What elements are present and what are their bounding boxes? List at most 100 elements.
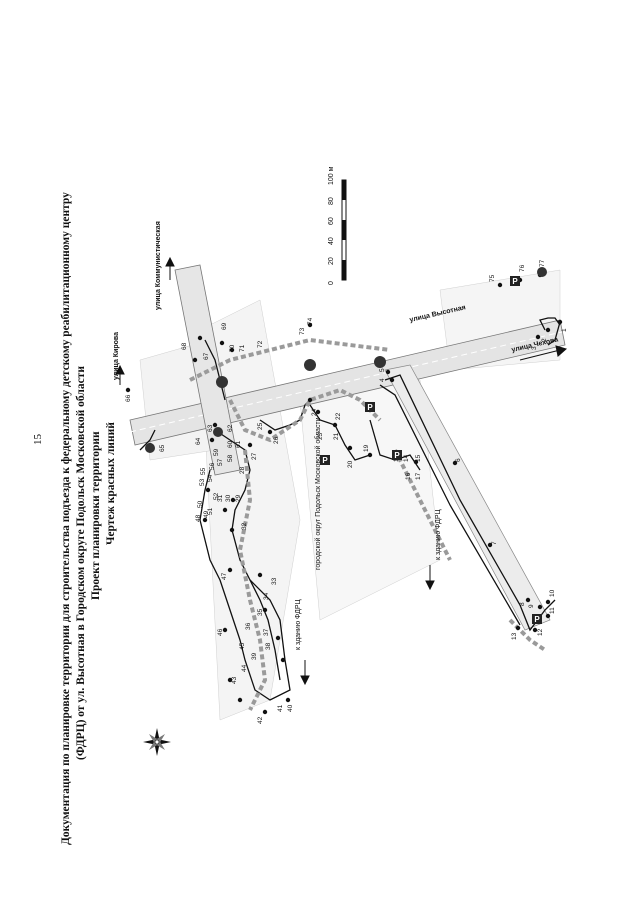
pt-69: 69 xyxy=(221,322,228,330)
pt-26: 26 xyxy=(273,436,280,444)
pt-75: 75 xyxy=(489,274,496,282)
pt-45: 45 xyxy=(239,642,246,650)
scale-tick-100: 100 м xyxy=(328,166,335,185)
label-k-fdrc-2: к зданию ФДРЦ xyxy=(435,508,442,560)
pt-72: 72 xyxy=(257,340,264,348)
pt-41: 41 xyxy=(277,704,284,712)
pt-51: 51 xyxy=(207,507,214,515)
pt-28: 28 xyxy=(239,466,246,474)
pt-49: 49 xyxy=(203,510,210,518)
scale-tick-20: 20 xyxy=(328,257,335,265)
label-kirova: улица Кирова xyxy=(113,332,120,380)
pt-14: 14 xyxy=(403,454,410,462)
pt-39: 39 xyxy=(251,652,258,660)
road-fdrc-right xyxy=(384,364,551,631)
scale-bar: 0 20 40 60 80 100 м xyxy=(328,166,347,285)
pt-64: 64 xyxy=(195,437,202,445)
pt-16: 16 xyxy=(405,472,412,480)
boundary-points xyxy=(125,272,563,715)
pt-7: 7 xyxy=(491,541,498,545)
pt-74: 74 xyxy=(307,317,314,325)
pt-44: 44 xyxy=(241,664,248,672)
pt-50: 50 xyxy=(197,500,204,508)
pt-27: 27 xyxy=(251,452,258,460)
scale-tick-40: 40 xyxy=(328,237,335,245)
pt-2: 2 xyxy=(541,338,548,342)
direction-arrows xyxy=(115,256,568,686)
label-k-fdrc-1: к зданию ФДРЦ xyxy=(295,598,302,650)
pt-42: 42 xyxy=(257,716,264,724)
bus-stop-icons xyxy=(145,267,547,453)
pt-23: 23 xyxy=(317,432,324,440)
pt-15: 15 xyxy=(415,454,422,462)
pt-30: 30 xyxy=(225,494,232,502)
pt-73: 73 xyxy=(299,327,306,335)
pt-57: 57 xyxy=(217,458,224,466)
scale-tick-60: 60 xyxy=(328,217,335,225)
pt-3: 3 xyxy=(531,346,538,350)
parking-icon-4: P xyxy=(534,615,540,624)
pt-46: 46 xyxy=(217,628,224,636)
parking-icon-5: P xyxy=(512,277,518,286)
pt-22: 22 xyxy=(335,412,342,420)
pt-33: 33 xyxy=(271,577,278,585)
pt-53: 53 xyxy=(199,478,206,486)
pt-48: 48 xyxy=(195,514,202,522)
pt-66: 66 xyxy=(125,394,132,402)
pt-62: 62 xyxy=(227,424,234,432)
pt-31: 31 xyxy=(217,494,224,502)
pt-63: 63 xyxy=(207,424,214,432)
pt-20: 20 xyxy=(347,460,354,468)
pt-56: 56 xyxy=(209,462,216,470)
parking-icon-3: P xyxy=(394,451,400,460)
pt-43: 43 xyxy=(231,676,238,684)
pt-25: 25 xyxy=(257,422,264,430)
pt-77: 77 xyxy=(539,259,546,267)
pt-61: 61 xyxy=(235,440,242,448)
pt-70: 70 xyxy=(229,344,236,352)
pt-8: 8 xyxy=(519,602,526,606)
pt-40: 40 xyxy=(287,704,294,712)
pt-32: 32 xyxy=(241,522,248,530)
pt-52: 52 xyxy=(213,492,220,500)
pt-67: 67 xyxy=(203,352,210,360)
pt-38: 38 xyxy=(265,642,272,650)
scale-tick-0: 0 xyxy=(328,281,335,285)
pt-60: 60 xyxy=(227,440,234,448)
pt-47: 47 xyxy=(221,572,228,580)
pt-55: 55 xyxy=(200,467,207,475)
parking-icon-2: P xyxy=(322,456,328,465)
pt-5: 5 xyxy=(379,368,386,372)
pt-36: 36 xyxy=(245,622,252,630)
pt-10: 10 xyxy=(549,589,556,597)
pt-34: 34 xyxy=(263,592,270,600)
label-kommunisticheskaya: улица Коммунистическая xyxy=(155,221,162,310)
compass-rose-icon xyxy=(143,728,171,756)
pt-59: 59 xyxy=(213,448,220,456)
pt-17: 17 xyxy=(415,472,422,480)
pt-24: 24 xyxy=(311,408,318,416)
pt-11: 11 xyxy=(549,607,556,614)
pt-12: 12 xyxy=(537,628,544,636)
pt-29: 29 xyxy=(235,494,242,502)
pt-9: 9 xyxy=(528,604,535,608)
pt-6: 6 xyxy=(455,458,462,462)
pt-35: 35 xyxy=(257,608,264,616)
pt-58: 58 xyxy=(227,454,234,462)
pt-54: 54 xyxy=(207,474,214,482)
pt-21: 21 xyxy=(333,432,340,440)
pt-4: 4 xyxy=(379,378,386,382)
pt-71: 71 xyxy=(239,344,246,352)
pt-76: 76 xyxy=(519,264,526,272)
scale-tick-80: 80 xyxy=(328,197,335,205)
pt-13: 13 xyxy=(511,632,518,640)
pt-1: 1 xyxy=(561,328,568,332)
pt-37: 37 xyxy=(263,628,270,636)
parking-signs: P P P P P xyxy=(320,276,542,624)
parking-icon-1: P xyxy=(367,403,373,412)
pt-65: 65 xyxy=(159,444,166,452)
pt-68: 68 xyxy=(181,342,188,350)
pt-19: 19 xyxy=(363,444,370,452)
label-okrug: городской округ Подольск Московской обла… xyxy=(314,417,322,570)
